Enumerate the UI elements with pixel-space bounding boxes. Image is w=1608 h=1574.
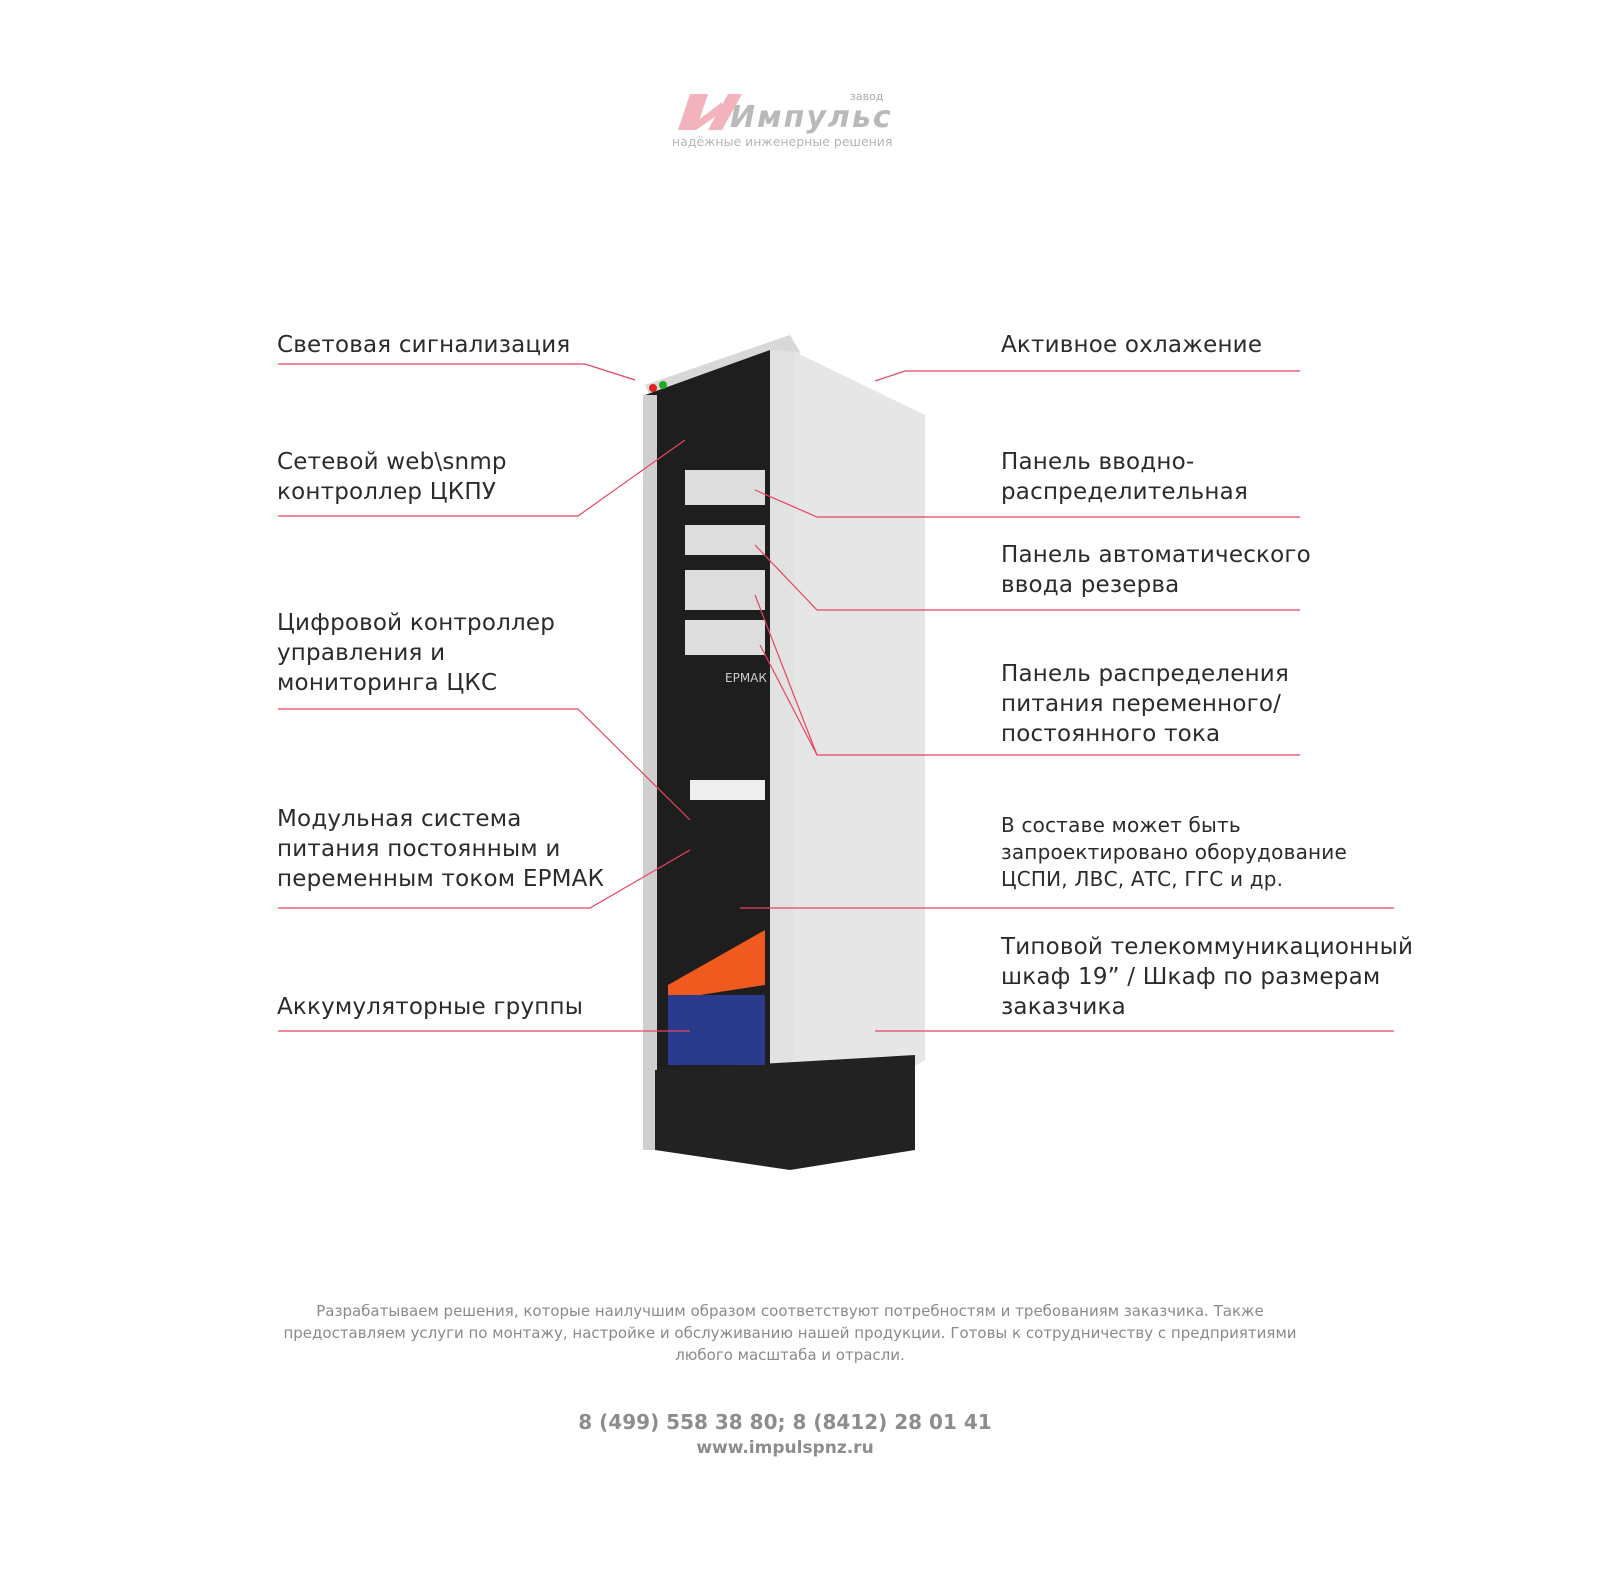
label-cabinet-type: Типовой телекоммуникационный шкаф 19” / … [1001,934,1414,1020]
logo-name: Импульс [730,100,893,135]
label-digital-controller: Цифровой контроллер управления и монитор… [277,610,556,696]
label-light-signaling: Световая сигнализация [277,332,571,358]
label-optional-equipment: В составе может быть запроектировано обо… [1001,813,1348,891]
footer-website[interactable]: www.impulspnz.ru [696,1438,874,1458]
label-power-system: Модульная система питания постоянным и п… [277,806,605,892]
footer-phones: 8 (499) 558 38 80; 8 (8412) 28 01 41 [578,1410,992,1434]
cabinet-brand: ЕРМАК [725,671,767,685]
label-active-cooling: Активное охлажение [1001,332,1263,358]
label-ac-dc-distribution-panel: Панель распределения питания переменного… [1001,661,1289,747]
callout-lines [278,363,1394,1032]
label-battery-groups: Аккумуляторные группы [277,994,584,1020]
label-input-distribution-panel: Панель вводно- распределительная [1001,449,1249,505]
logo-factory: завод [850,90,884,103]
cabinet: ЕРМАК [643,335,925,1170]
logo-tagline: надёжные инженерные решения [672,134,893,149]
label-network-controller: Сетевой web\snmp контроллер ЦКПУ [277,449,507,505]
footer-description: Разрабатываем решения, которые наилучшим… [283,1302,1297,1364]
label-ats-panel: Панель автоматического ввода резерва [1001,542,1311,598]
logo-mark-icon [678,94,742,130]
